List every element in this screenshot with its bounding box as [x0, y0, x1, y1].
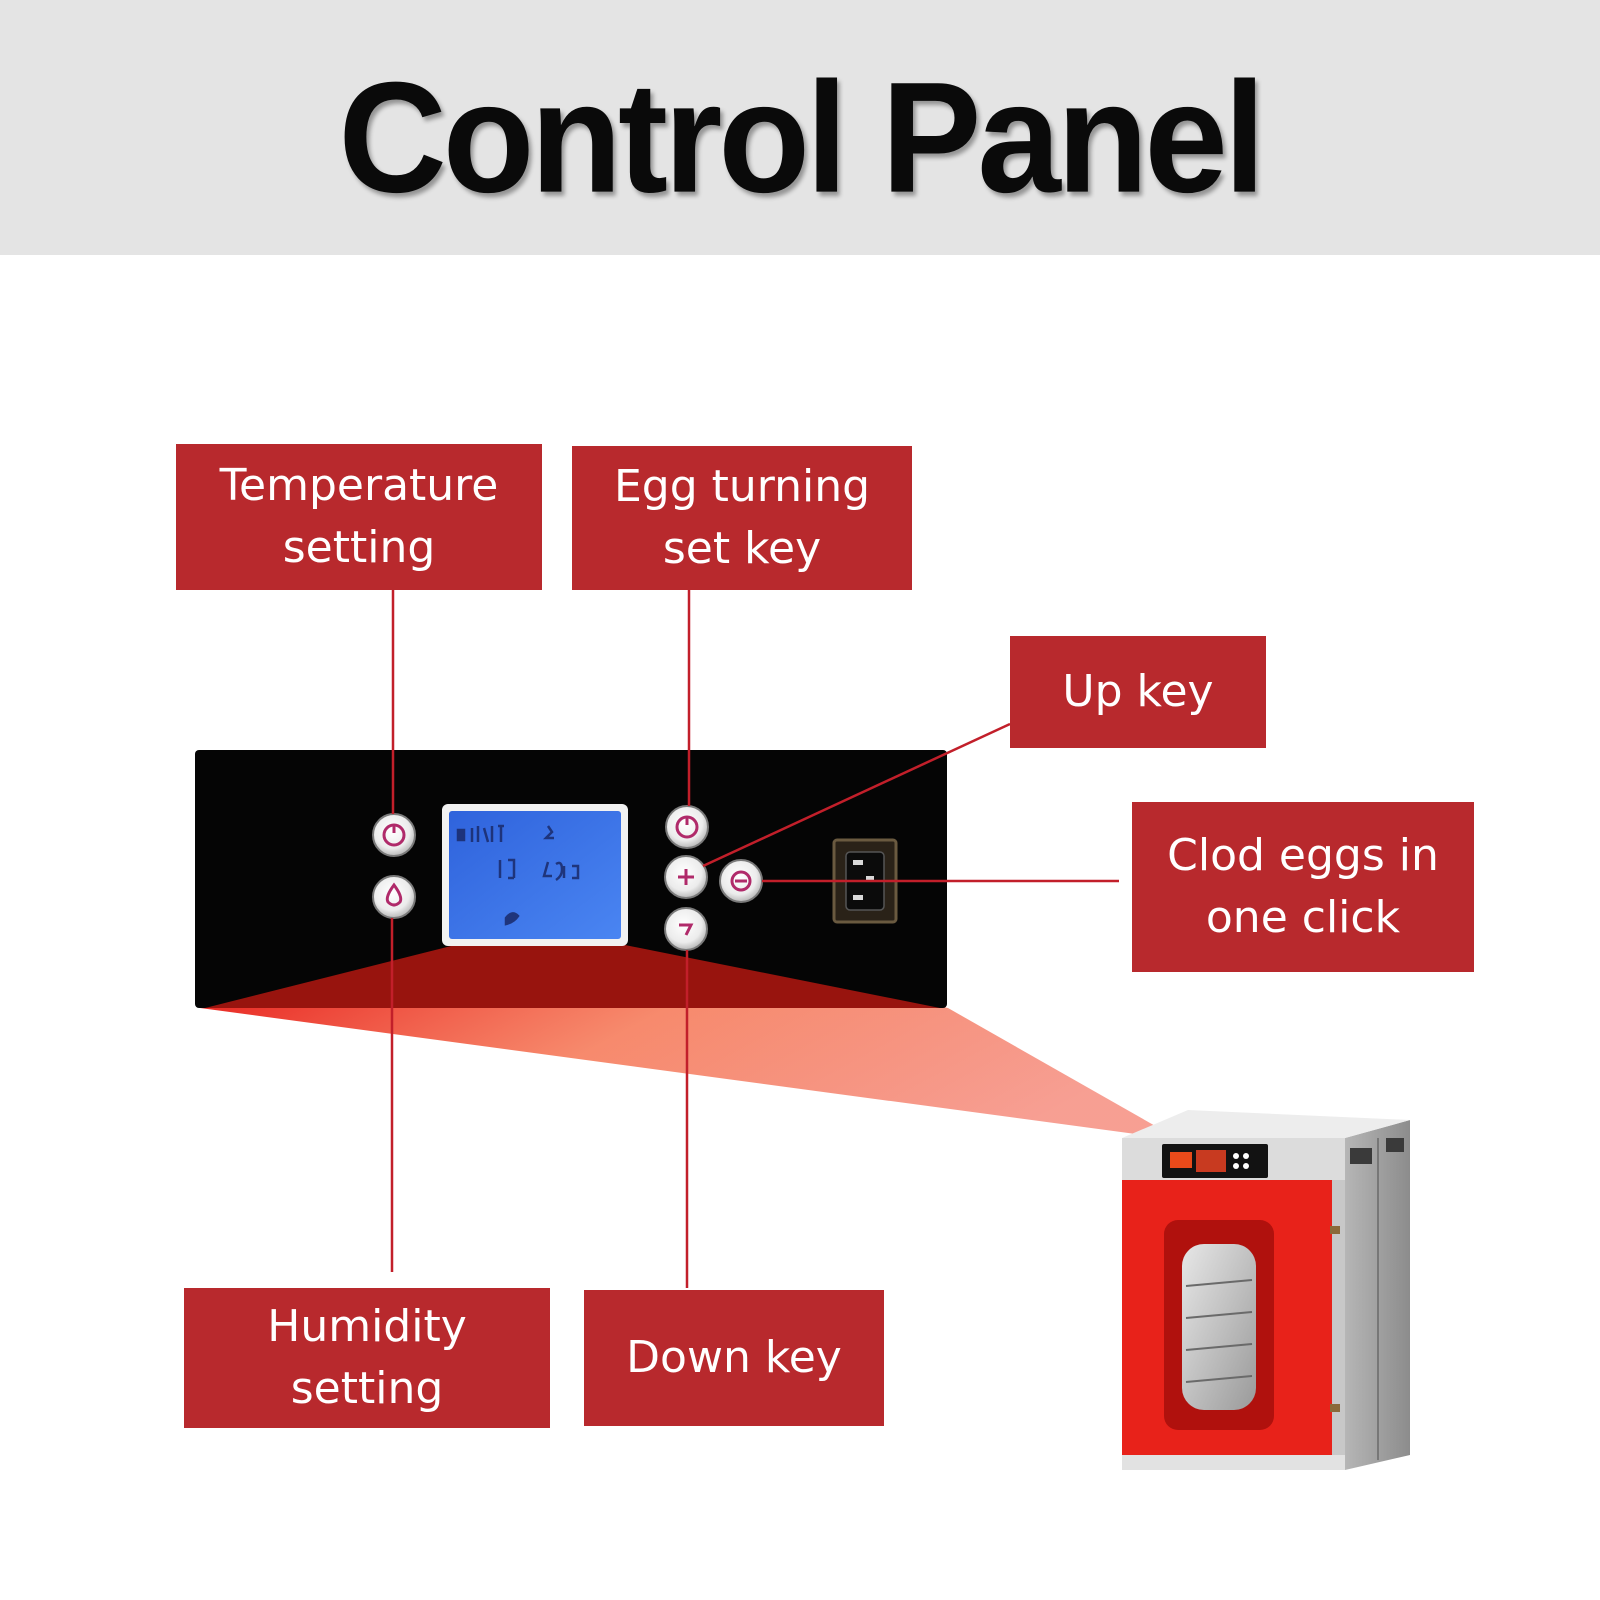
label-temperature-setting: Temperature setting: [176, 444, 542, 590]
page-title: Control Panel: [338, 48, 1265, 226]
title-banner: [0, 0, 1600, 255]
droplet-button-icon: [372, 875, 416, 919]
leader-lines: [390, 588, 1119, 1288]
lcd-segments: [456, 824, 580, 926]
projection-beam: [200, 1008, 1180, 1140]
minus-button-icon: [664, 907, 708, 951]
plus-button-icon: [664, 855, 708, 899]
label-cold-eggs-one-click: Clod eggs in one click: [1132, 802, 1474, 972]
label-up-key: Up key: [1010, 636, 1266, 748]
thermometer-button-icon: [372, 813, 416, 857]
lcd-screen: [449, 811, 621, 939]
power-button-icon: [719, 859, 763, 903]
rotate-button-icon: [665, 805, 709, 849]
incubator-image: [1122, 1110, 1410, 1470]
panel-glow: [205, 945, 940, 1008]
label-humidity-setting: Humidity setting: [184, 1288, 550, 1428]
label-down-key: Down key: [584, 1290, 884, 1426]
label-egg-turning-set-key: Egg turning set key: [572, 446, 912, 590]
